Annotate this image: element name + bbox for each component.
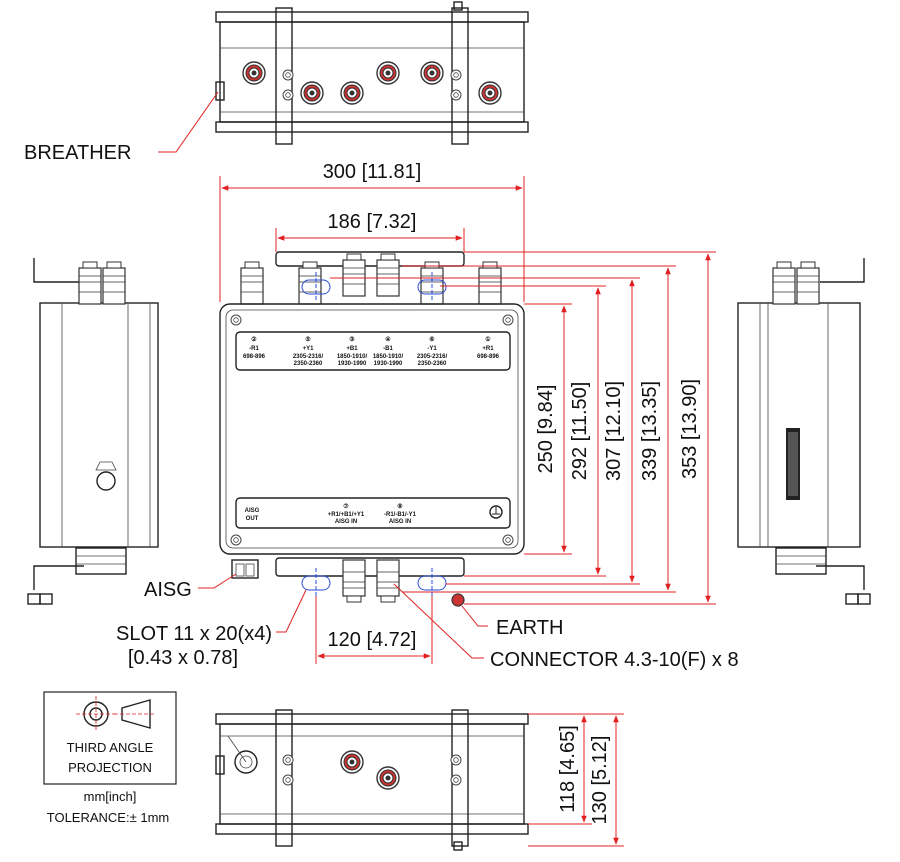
dim-h-307: 307 [12.10] xyxy=(603,381,625,481)
port-band: 2305-2316/ xyxy=(417,354,448,360)
port-num: ⑦ xyxy=(343,503,349,510)
port-num: ① xyxy=(485,336,491,343)
callout-slot-inch: [0.43 x 0.78] xyxy=(128,647,238,669)
port-labels-top: ② -R1 698-896 ⑤ +Y1 2305-2316/ 2350-2360… xyxy=(243,336,500,367)
port-name: +B1 xyxy=(346,346,358,352)
port-name: AISG xyxy=(245,508,260,514)
dimension-lines xyxy=(158,91,716,847)
port-num: ④ xyxy=(385,336,391,343)
port-num: ③ xyxy=(349,336,355,343)
port-name: +R1 xyxy=(482,346,494,352)
port-band: 2350-2360 xyxy=(294,361,323,367)
callout-connector: CONNECTOR 4.3-10(F) x 8 xyxy=(490,649,739,671)
port-name: +R1/+B1/+Y1 xyxy=(328,512,365,518)
left-side-view xyxy=(27,258,159,605)
front-view xyxy=(219,251,525,607)
port-band: 1850-1910/ xyxy=(373,354,404,360)
port-name: -R1/-B1/-Y1 xyxy=(384,512,417,518)
projection-symbol: THIRD ANGLE PROJECTION xyxy=(43,691,177,785)
callout-slot: SLOT 11 x 20(x4) xyxy=(116,623,272,645)
bottom-view xyxy=(215,709,529,851)
port-num: ⑧ xyxy=(397,503,403,510)
projection-label-2: PROJECTION xyxy=(68,760,152,775)
port-name: -Y1 xyxy=(427,346,437,352)
port-labels-bottom: AISG OUT ⑦ +R1/+B1/+Y1 AISG IN ⑧ -R1/-B1… xyxy=(245,503,417,525)
dim-width-total: 300 [11.81] xyxy=(323,161,422,183)
projection-label-1: THIRD ANGLE xyxy=(67,740,154,755)
port-sub: OUT xyxy=(246,516,259,522)
port-name: +Y1 xyxy=(303,346,315,352)
dim-h-339: 339 [13.35] xyxy=(639,381,661,481)
port-num: ⑤ xyxy=(305,336,311,343)
callout-breather: BREATHER xyxy=(24,142,131,164)
port-band: 1850-1910/ xyxy=(337,354,368,360)
earth-symbol xyxy=(489,505,503,519)
callout-earth: EARTH xyxy=(496,617,563,639)
dim-h-292: 292 [11.50] xyxy=(569,382,591,481)
port-band: 2305-2316/ xyxy=(293,354,324,360)
top-view xyxy=(215,1,529,145)
units-label: mm[inch] xyxy=(84,789,137,804)
port-band: 1930-1990 xyxy=(374,361,403,367)
port-band: 698-896 xyxy=(477,354,500,360)
port-sub: AISG IN xyxy=(335,519,357,525)
port-num: ② xyxy=(251,336,257,343)
tolerance-label: TOLERANCE:± 1mm xyxy=(47,810,169,825)
port-band: 698-896 xyxy=(243,354,266,360)
port-name: -R1 xyxy=(249,346,259,352)
port-sub: AISG IN xyxy=(389,519,411,525)
dim-depth-130: 130 [5.12] xyxy=(589,736,611,825)
dim-h-250: 250 [9.84] xyxy=(535,385,557,474)
dim-slot-pitch: 120 [4.72] xyxy=(328,629,417,651)
port-num: ⑥ xyxy=(429,336,435,343)
dim-depth-118: 118 [4.65] xyxy=(557,725,579,812)
callout-aisg: AISG xyxy=(144,579,192,601)
dim-h-353: 353 [13.90] xyxy=(679,379,701,479)
dim-bracket-span: 186 [7.32] xyxy=(328,211,417,233)
port-band: 1930-1990 xyxy=(338,361,367,367)
port-name: -B1 xyxy=(383,346,393,352)
right-side-view xyxy=(737,258,871,605)
port-band: 2350-2360 xyxy=(418,361,447,367)
